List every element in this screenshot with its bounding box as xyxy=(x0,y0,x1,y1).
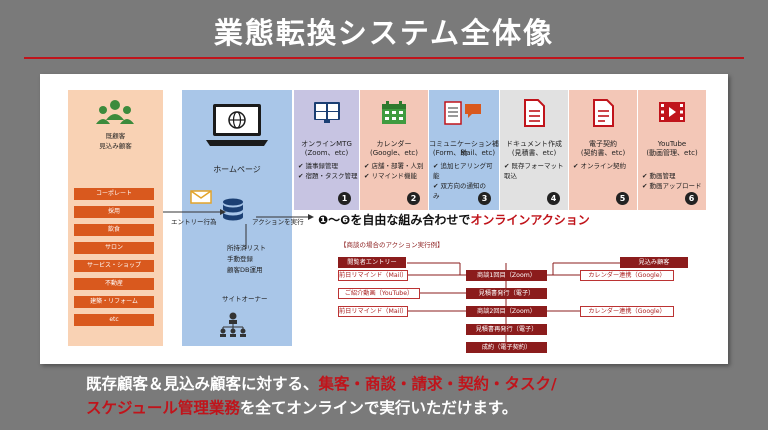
column-item: ✔ 動画管理 xyxy=(642,172,676,180)
example-right-step: カレンダー連携（Google） xyxy=(580,270,674,281)
column-item: ✔ 宿題・タスク管理 xyxy=(298,172,358,180)
page-title: 業態転換システム全体像 xyxy=(213,16,555,50)
video-icon xyxy=(659,102,685,122)
example-title: 【商談の場合のアクション実行例】 xyxy=(340,241,444,249)
column-item: ✔ 既存フォーマット xyxy=(504,162,564,170)
example-center-step: 見積書再発行（電子） xyxy=(466,324,547,335)
people-icon xyxy=(96,100,134,124)
tagline: ❶～❻を自由な組み合わせでオンラインアクション xyxy=(318,211,590,228)
category-tag: 不動産 xyxy=(74,278,154,290)
column-communication: コミュニケーション補助 (Form、Mail、etc) ✔ 追加ヒアリング可 能… xyxy=(429,90,499,210)
diagram-panel: 既顧客 見込み顧客 コーポレート 採用 飲食 サロン サービス・ショップ 不動産… xyxy=(40,74,728,364)
column-item: ✔ 動画アップロード xyxy=(642,182,702,190)
calendar-icon xyxy=(382,101,406,124)
column-subtitle: (Google、etc) xyxy=(369,149,419,157)
example-right-step: カレンダー連携（Google） xyxy=(580,306,674,317)
step-number: 2 xyxy=(407,192,420,205)
category-tag: コーポレート xyxy=(74,188,154,200)
step-number: 1 xyxy=(338,192,351,205)
column-item: ✔ 議事録管理 xyxy=(298,162,339,170)
column-item: ✔ リマインド機能 xyxy=(364,172,418,180)
category-tag: 飲食 xyxy=(74,224,154,236)
db-item: 手動登録 xyxy=(227,255,253,263)
column-calendar: カレンダー (Google、etc) ✔ 店舗・部署・人別 ✔ リマインド機能 … xyxy=(360,90,428,210)
column-subtitle: (動画管理、etc) xyxy=(646,149,698,157)
example-left-step: 前日リマインド（Mail） xyxy=(338,306,408,317)
column-item: ✔ 店舗・部署・人別 xyxy=(364,162,424,170)
bottom-text-line2: スケジュール管理業務を全てオンラインで実行いただけます。 xyxy=(86,396,517,418)
column-title: ドキュメント作成 xyxy=(506,140,562,148)
laptop-icon xyxy=(206,104,268,146)
example-prospect: 見込み顧客 xyxy=(620,257,688,268)
column-subtitle: (契約書、etc) xyxy=(580,149,626,157)
category-tag: 採用 xyxy=(74,206,154,218)
category-tag: etc xyxy=(74,314,154,326)
form-chat-icon xyxy=(444,101,481,125)
column-item: み xyxy=(433,192,440,200)
bottom-text: 既存顧客＆見込み顧客に対する、 xyxy=(86,375,319,393)
action-label: アクションを実行 xyxy=(252,218,304,226)
step-number: 3 xyxy=(478,192,491,205)
example-left-step: 前日リマインド（Mail） xyxy=(338,270,408,281)
mail-icon xyxy=(190,190,212,204)
video-meeting-icon xyxy=(314,102,340,123)
column-title: 電子契約 xyxy=(589,140,617,148)
column-item: 能 xyxy=(433,172,440,180)
category-tag: 建築・リフォーム xyxy=(74,296,154,308)
column-subtitle: (Form、Mail、etc) xyxy=(432,149,496,157)
column-e-contract: 電子契約 (契約書、etc) ✔ オンライン契約 5 xyxy=(569,90,637,210)
example-center-step: 成約（電子契約） xyxy=(466,342,547,353)
org-chart-icon xyxy=(220,312,246,337)
column-title: オンラインMTG xyxy=(301,140,352,148)
example-visitor-entry: 閲覧者エントリー xyxy=(338,257,406,268)
contract-icon xyxy=(593,99,614,127)
column-subtitle: (見積書、etc) xyxy=(511,149,557,157)
db-item: 顧客DB運用 xyxy=(227,266,263,274)
prospect-label: 見込み顧客 xyxy=(99,142,132,150)
category-tag: サービス・ショップ xyxy=(74,260,154,272)
column-document: ドキュメント作成 (見積書、etc) ✔ 既存フォーマット 取込 4 xyxy=(500,90,568,210)
entry-label: エントリー行為 xyxy=(171,218,217,226)
tagline-prefix: ❶～❻を自由な組み合わせで xyxy=(318,213,471,227)
bottom-text-line1: 既存顧客＆見込み顧客に対する、集客・商談・請求・契約・タスク/ xyxy=(86,372,557,394)
customer-label: 既顧客 xyxy=(105,132,126,140)
step-number: 5 xyxy=(616,192,629,205)
column-item: ✔ 追加ヒアリング可 xyxy=(433,162,493,170)
column-item: ✔ オンライン契約 xyxy=(573,162,627,170)
bottom-highlight: スケジュール管理業務 xyxy=(86,399,240,417)
owner-label: サイトオーナー xyxy=(222,295,268,303)
example-center-step: 見積書発行（電子） xyxy=(466,288,547,299)
bottom-text: を全てオンラインで実行いただけます。 xyxy=(239,399,518,417)
flow-arrows xyxy=(163,209,314,249)
bottom-highlight: 集客・商談・請求・契約・タスク/ xyxy=(318,375,557,393)
column-title: YouTube xyxy=(657,140,687,148)
column-youtube: YouTube (動画管理、etc) ✔ 動画管理 ✔ 動画アップロード 6 xyxy=(638,90,706,210)
example-flow-lines xyxy=(407,262,620,345)
column-item: ✔ 双方向の通知の xyxy=(433,182,487,190)
column-title: カレンダー xyxy=(376,140,412,148)
step-number: 6 xyxy=(685,192,698,205)
example-center-step: 商談1回目（Zoom） xyxy=(466,270,547,281)
column-title: コミュニケーション補助 xyxy=(429,140,499,158)
title-divider xyxy=(24,57,744,59)
column-subtitle: (Zoom、etc) xyxy=(304,149,349,157)
homepage-label: ホームページ xyxy=(213,165,261,174)
document-icon xyxy=(524,99,545,127)
example-center-step: 商談2回目（Zoom） xyxy=(466,306,547,317)
category-tag: サロン xyxy=(74,242,154,254)
step-number: 4 xyxy=(547,192,560,205)
database-icon xyxy=(223,198,243,221)
customer-panel: 既顧客 見込み顧客 コーポレート 採用 飲食 サロン サービス・ショップ 不動産… xyxy=(68,90,163,346)
tagline-highlight: オンラインアクション xyxy=(470,213,590,227)
example-left-step: ご紹介動画（YouTube） xyxy=(338,288,420,299)
column-item: 取込 xyxy=(504,172,517,180)
column-online-mtg: オンラインMTG (Zoom、etc) ✔ 議事録管理 ✔ 宿題・タスク管理 1 xyxy=(294,90,359,210)
